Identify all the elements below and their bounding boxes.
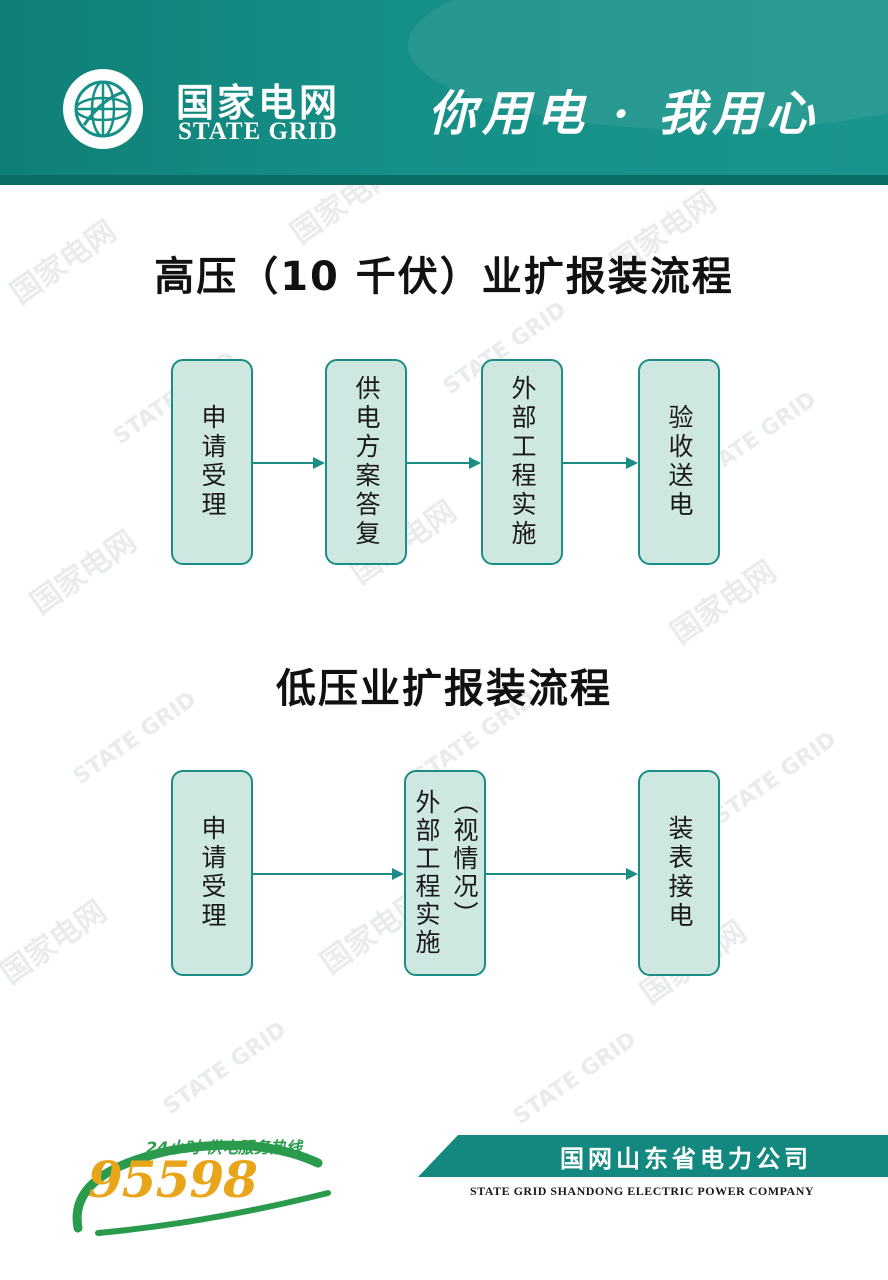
watermark-en: STATE GRID (709, 727, 841, 830)
high-voltage-title: 高压（10 千伏）业扩报装流程 (154, 254, 734, 300)
lv-step-label: 申请受理 (198, 815, 227, 931)
hv-step-label: 供电方案答复 (352, 375, 381, 549)
lv-step-external-work: （视情况） 外部工程实施 (404, 770, 486, 976)
hv-step-apply: 申请受理 (171, 359, 253, 565)
slogan: 你用电 · 我用心 (428, 86, 821, 142)
logo-chinese-name: 国家电网 (176, 81, 341, 125)
watermark-cn: 国家电网 (0, 894, 113, 991)
hotline-swoosh-icon (72, 1140, 331, 1236)
company-name-cn: 国网山东省电力公司 (560, 1145, 812, 1173)
hotline-number: 95598 (88, 1150, 258, 1209)
header-stripe (0, 175, 888, 185)
arrow-right-icon (563, 457, 638, 469)
lv-step-note: （视情况） (450, 789, 479, 929)
lv-step-label: 装表接电 (665, 815, 694, 931)
hv-step-external-work: 外部工程实施 (481, 359, 563, 565)
logo-english-name: STATE GRID (178, 118, 338, 145)
hv-step-acceptance: 验收送电 (638, 359, 720, 565)
watermark-cn: 国家电网 (665, 554, 783, 651)
header-banner (0, 0, 888, 185)
watermark-cn: 国家电网 (25, 524, 143, 621)
lv-step-apply: 申请受理 (171, 770, 253, 976)
lv-step-meter-install: 装表接电 (638, 770, 720, 976)
hv-step-label: 申请受理 (198, 404, 227, 520)
arrow-right-icon (407, 457, 481, 469)
company-name-en: STATE GRID SHANDONG ELECTRIC POWER COMPA… (470, 1184, 815, 1198)
hv-step-label: 外部工程实施 (508, 375, 537, 549)
company-bar (418, 1135, 888, 1177)
hv-step-label: 验收送电 (665, 404, 694, 520)
arrow-right-icon (486, 868, 638, 880)
watermark-en: STATE GRID (509, 1027, 641, 1130)
arrow-right-icon (253, 457, 325, 469)
watermark-en: STATE GRID (159, 1017, 291, 1120)
hv-step-plan-reply: 供电方案答复 (325, 359, 407, 565)
state-grid-emblem-icon (63, 69, 143, 149)
arrow-right-icon (253, 868, 404, 880)
watermark-cn: 国家电网 (285, 185, 403, 252)
hotline-caption: 24小时 供电服务热线 (146, 1138, 302, 1157)
lv-step-label: 外部工程实施 (412, 789, 441, 957)
low-voltage-title: 低压业扩报装流程 (276, 666, 612, 712)
